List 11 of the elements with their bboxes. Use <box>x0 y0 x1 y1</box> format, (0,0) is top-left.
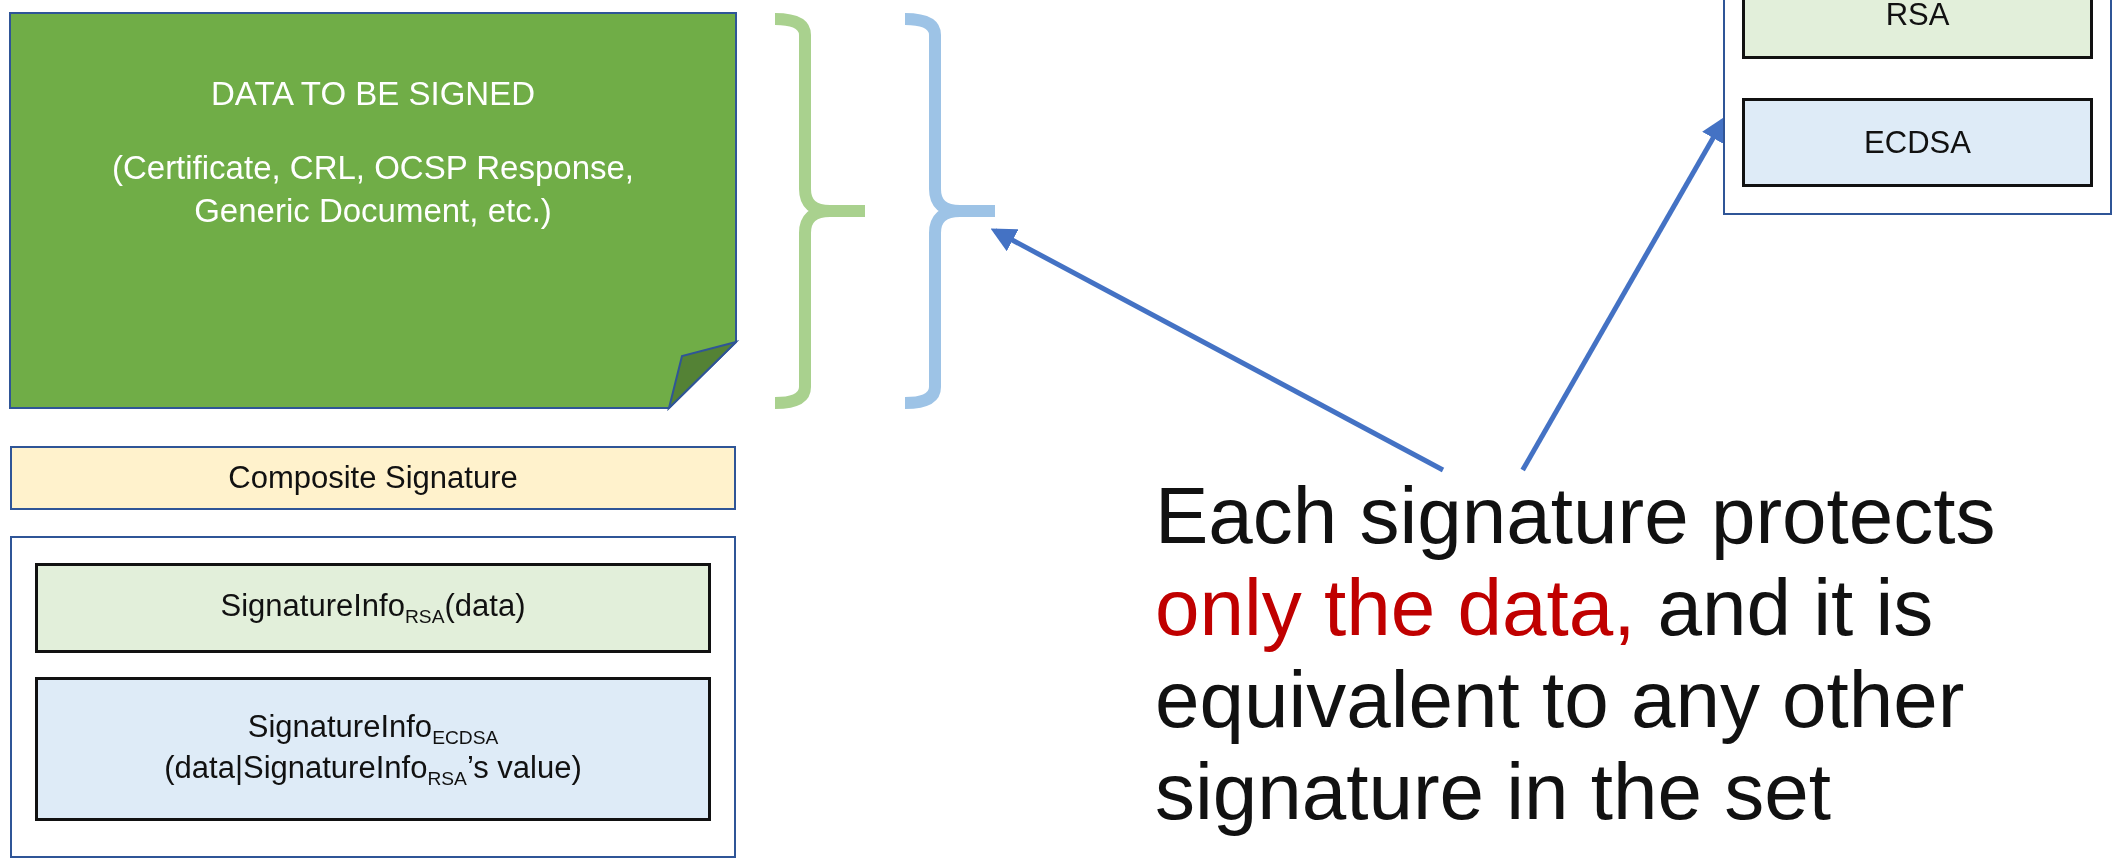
algorithm-box: ECDSA <box>1742 98 2093 187</box>
container-box <box>1723 0 2112 215</box>
algorithm-box: SignatureInfo$_{RSA}$(data) <box>35 563 711 653</box>
algorithm-box: RSA <box>1742 0 2093 59</box>
container-box <box>10 536 736 858</box>
algorithm-box: SignatureInfo$_{ECDSA}$ (data|SignatureInfo$_{RSA}$’s value) <box>35 677 711 821</box>
callout-text: Each signature protects only the data, and it is equivalent to any other signature in the set <box>1155 470 2115 850</box>
document-description: (Certificate, CRL, OCSP Response, Generic Document, etc.) <box>110 148 636 231</box>
document-title: DATA TO BE SIGNED <box>211 75 535 113</box>
title-bar: Composite Signature <box>10 446 736 510</box>
arrow <box>990 228 1445 473</box>
